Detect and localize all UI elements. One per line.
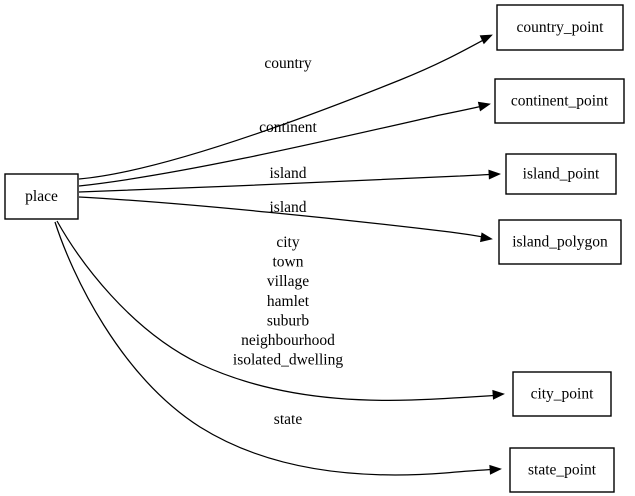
- arrowhead-place-to-continent_point: [477, 101, 491, 112]
- edge-label-place-to-country_point: country: [264, 55, 312, 72]
- edge-place-to-city_point[interactable]: [56, 220, 502, 401]
- arrowhead-place-to-country_point: [479, 34, 493, 45]
- node-box-state_point[interactable]: [509, 447, 615, 493]
- edge-label-line: town: [273, 254, 304, 271]
- edge-label-line: island: [269, 165, 306, 182]
- edge-place-to-island_point[interactable]: [78, 173, 498, 193]
- node-city_point[interactable]: city_point: [512, 371, 612, 417]
- edge-label-line: country: [264, 55, 312, 72]
- edge-path-place-to-continent_point[interactable]: [78, 104, 488, 187]
- edge-path-place-to-island_point[interactable]: [78, 173, 498, 193]
- node-island_polygon[interactable]: island_polygon: [498, 219, 622, 265]
- edge-label-place-to-continent_point: continent: [259, 119, 317, 136]
- arrowhead-place-to-island_point: [488, 169, 501, 180]
- node-label-city_point: city_point: [531, 386, 595, 403]
- edge-label-place-to-island_polygon: island: [269, 199, 306, 216]
- node-label-island_polygon: island_polygon: [512, 234, 608, 251]
- edge-label-line: suburb: [267, 312, 309, 329]
- edge-label-line: isolated_dwelling: [233, 352, 343, 369]
- node-box-continent_point[interactable]: [494, 78, 625, 124]
- node-place[interactable]: place: [4, 173, 79, 220]
- edge-label-line: city: [276, 234, 299, 251]
- edge-label-place-to-island_point: island: [269, 165, 306, 182]
- node-label-state_point: state_point: [528, 462, 597, 479]
- edge-path-place-to-city_point[interactable]: [56, 220, 502, 401]
- arrowhead-place-to-city_point: [492, 389, 505, 400]
- edge-path-place-to-country_point[interactable]: [78, 36, 490, 180]
- edge-place-to-island_polygon[interactable]: [78, 196, 490, 239]
- edges-layer: [54, 34, 505, 476]
- node-label-place: place: [25, 188, 58, 205]
- arrowhead-place-to-state_point: [489, 464, 502, 475]
- node-label-country_point: country_point: [517, 19, 605, 36]
- node-island_point[interactable]: island_point: [505, 153, 617, 195]
- edge-path-place-to-island_polygon[interactable]: [78, 196, 490, 239]
- edge-label-line: island: [269, 199, 306, 216]
- node-box-country_point[interactable]: [496, 4, 624, 51]
- node-label-island_point: island_point: [523, 166, 600, 183]
- edge-label-line: continent: [259, 119, 317, 136]
- node-label-continent_point: continent_point: [511, 93, 609, 110]
- edge-label-place-to-state_point: state: [274, 411, 303, 428]
- arrowhead-place-to-island_polygon: [480, 232, 493, 243]
- edge-label-line: state: [274, 411, 303, 428]
- node-box-island_point[interactable]: [505, 153, 617, 195]
- edge-path-place-to-state_point[interactable]: [54, 221, 499, 476]
- edge-place-to-country_point[interactable]: [78, 36, 490, 180]
- nodes-layer: place country_point continent_point island_…: [4, 4, 625, 493]
- edge-place-to-state_point[interactable]: [54, 221, 499, 476]
- edge-label-line: village: [267, 273, 309, 290]
- node-continent_point[interactable]: continent_point: [494, 78, 625, 124]
- edge-label-line: neighbourhood: [241, 332, 335, 349]
- edge-place-to-continent_point[interactable]: [78, 104, 488, 187]
- node-box-place[interactable]: [4, 173, 79, 220]
- node-box-city_point[interactable]: [512, 371, 612, 417]
- node-box-island_polygon[interactable]: [498, 219, 622, 265]
- node-country_point[interactable]: country_point: [496, 4, 624, 51]
- edge-labels-layer: country continent island island city town vill…: [233, 55, 343, 428]
- edge-label-place-to-city_point: city town village hamlet suburb neighbourhood…: [233, 234, 343, 369]
- edge-label-line: hamlet: [267, 293, 310, 310]
- node-state_point[interactable]: state_point: [509, 447, 615, 493]
